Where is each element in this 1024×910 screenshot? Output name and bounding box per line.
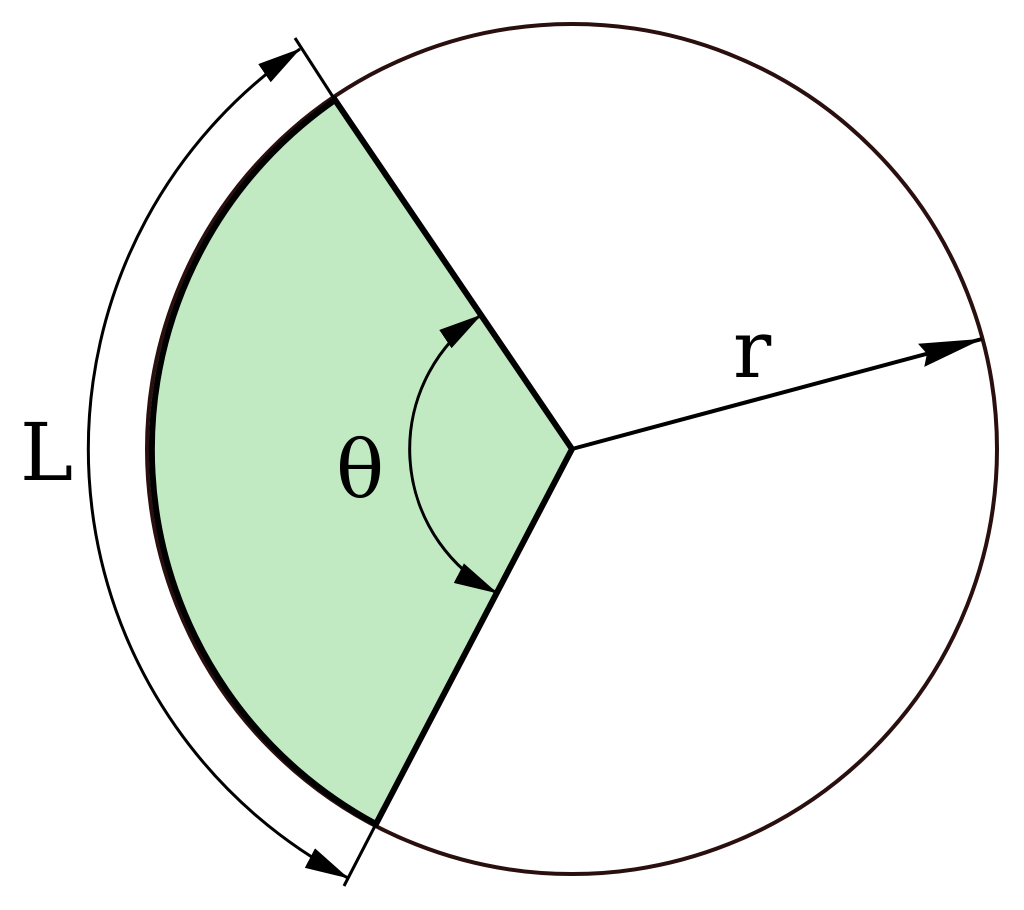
angle-arc-arrow xyxy=(408,313,498,595)
radius-label: r xyxy=(733,303,772,396)
angle-label: θ xyxy=(336,423,384,516)
arc-length-tick-bottom xyxy=(342,823,378,887)
arc-length-arrow xyxy=(86,47,349,880)
arc-length-label: L xyxy=(20,406,73,499)
arc-length-tick-top xyxy=(293,37,337,101)
circle-outline xyxy=(145,22,999,876)
radius-arrow xyxy=(571,337,983,451)
